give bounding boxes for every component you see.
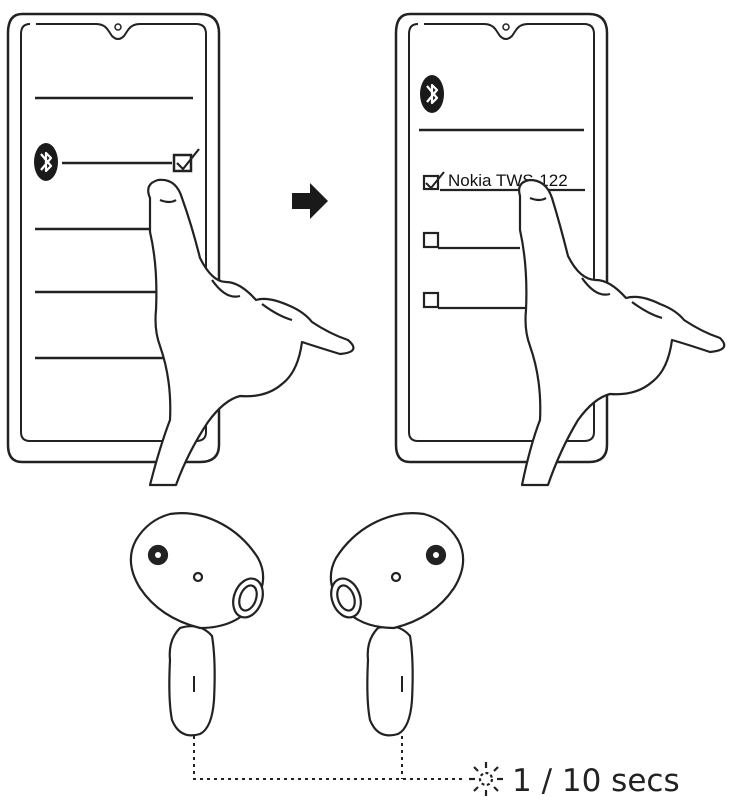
earbud-right <box>329 512 465 737</box>
device-checkbox-empty[interactable] <box>422 291 440 309</box>
device-name-label[interactable]: Nokia TWS-122 <box>448 171 568 190</box>
hand-left <box>147 178 355 487</box>
device-checkbox-empty[interactable] <box>422 231 440 249</box>
arrow-right-icon <box>292 183 328 219</box>
hand-right <box>518 178 726 487</box>
earbud-left <box>129 512 265 737</box>
timer-label: 1 / 10 secs <box>512 763 680 799</box>
device-checkbox-checked[interactable] <box>422 171 445 191</box>
led-indicator-lines <box>193 736 462 780</box>
bluetooth-toggle-checkbox[interactable] <box>172 148 200 173</box>
bluetooth-icon <box>418 73 446 115</box>
sun-light-icon <box>469 762 503 796</box>
bluetooth-icon <box>32 141 60 183</box>
